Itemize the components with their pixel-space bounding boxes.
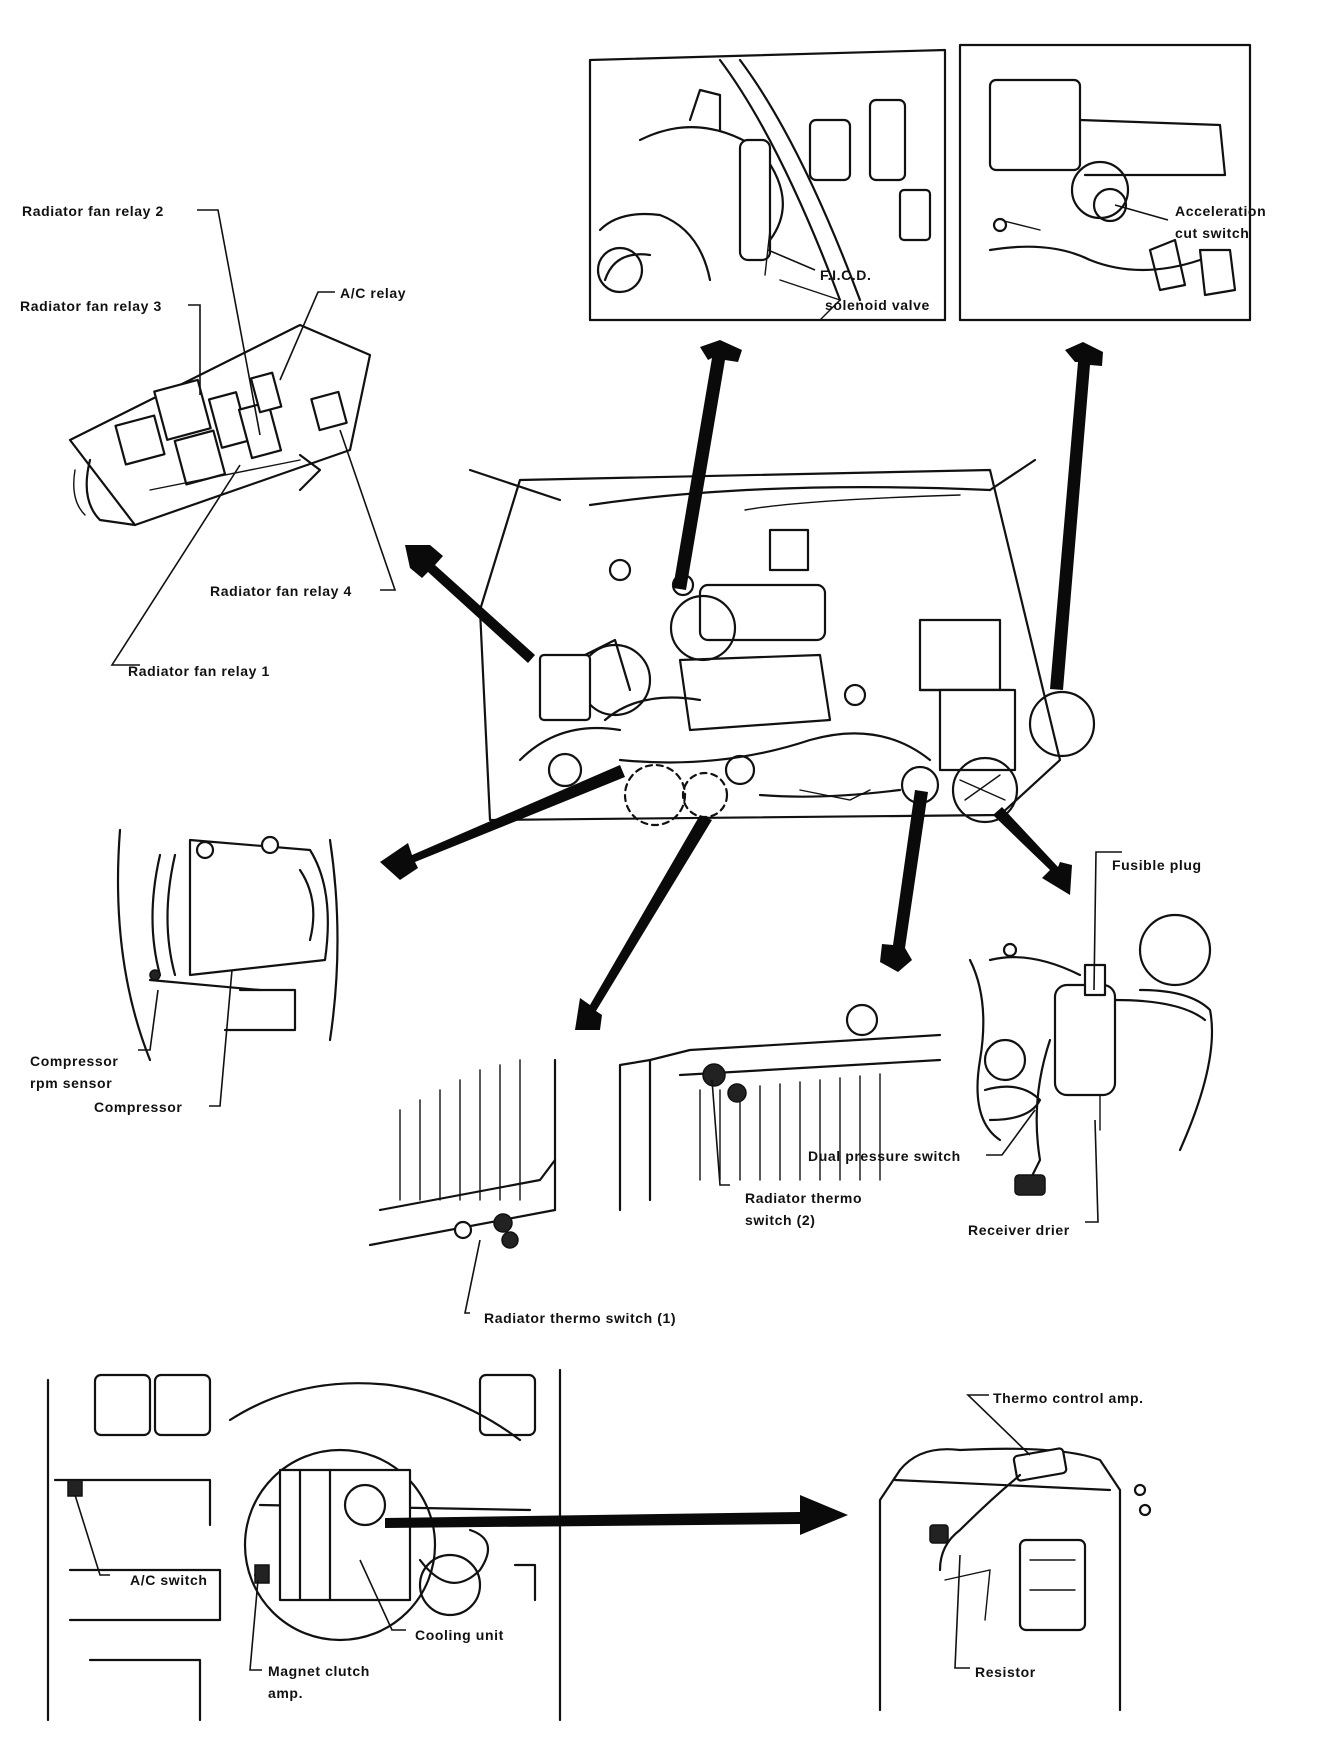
- label-radiator-fan-relay-3: Radiator fan relay 3: [20, 298, 162, 314]
- label-cooling-unit: Cooling unit: [415, 1627, 504, 1643]
- label-compressor-rpm-line1: Compressor: [30, 1053, 118, 1069]
- label-thermo-control-amp: Thermo control amp.: [993, 1390, 1144, 1406]
- label-compressor-rpm-line2: rpm sensor: [30, 1075, 112, 1091]
- arrow-to-receiver-drier: [993, 807, 1072, 895]
- cooling-unit-illustration: [46, 1368, 562, 1722]
- label-accel-line2: cut switch: [1175, 225, 1249, 241]
- label-radiator-thermo-1: Radiator thermo switch (1): [484, 1310, 676, 1326]
- label-radiator-thermo-2-line2: switch (2): [745, 1212, 816, 1228]
- callout-labels: Radiator fan relay 2 Radiator fan relay …: [20, 203, 1266, 1701]
- leader-lines: [74, 204, 1169, 1671]
- label-magnet-clutch-line2: amp.: [268, 1685, 303, 1701]
- label-fusible-plug: Fusible plug: [1112, 857, 1202, 873]
- label-dual-pressure-switch: Dual pressure switch: [808, 1148, 961, 1164]
- compressor-illustration: [116, 828, 339, 1062]
- label-ac-switch: A/C switch: [130, 1572, 208, 1588]
- arrow-to-relay-block: [405, 545, 535, 663]
- thermo-control-amp-illustration: [878, 1447, 1152, 1712]
- relay-block-illustration: [68, 323, 372, 527]
- pointer-arrows: [380, 340, 1103, 1535]
- label-compressor: Compressor: [94, 1099, 182, 1115]
- arrow-to-radiator-thermo-2: [880, 790, 928, 972]
- radiator-thermo-switch-2-illustration: [618, 1003, 942, 1212]
- arrow-to-thermo-control-amp: [385, 1495, 848, 1535]
- label-ficd-line1: F.I.C.D.: [820, 267, 871, 283]
- engine-bay-illustration: [468, 458, 1096, 827]
- arrow-to-ficd: [673, 340, 742, 590]
- receiver-drier-illustration: [968, 913, 1214, 1196]
- ficd-solenoid-valve-inset: [588, 48, 947, 322]
- arrow-to-accel-switch: [1050, 342, 1103, 690]
- label-radiator-fan-relay-2: Radiator fan relay 2: [22, 203, 164, 219]
- label-accel-line1: Acceleration: [1175, 203, 1266, 219]
- label-ac-relay: A/C relay: [340, 285, 406, 301]
- label-receiver-drier: Receiver drier: [968, 1222, 1070, 1238]
- label-magnet-clutch-line1: Magnet clutch: [268, 1663, 370, 1679]
- radiator-thermo-switch-1-illustration: [368, 1058, 557, 1249]
- acceleration-cut-switch-inset: [958, 43, 1252, 322]
- label-resistor: Resistor: [975, 1664, 1036, 1680]
- arrow-to-radiator-thermo-1: [575, 815, 712, 1030]
- label-radiator-fan-relay-4: Radiator fan relay 4: [210, 583, 352, 599]
- label-ficd-line2: solenoid valve: [825, 297, 930, 313]
- label-radiator-fan-relay-1: Radiator fan relay 1: [128, 663, 270, 679]
- label-radiator-thermo-2-line1: Radiator thermo: [745, 1190, 862, 1206]
- arrow-to-compressor: [380, 765, 625, 880]
